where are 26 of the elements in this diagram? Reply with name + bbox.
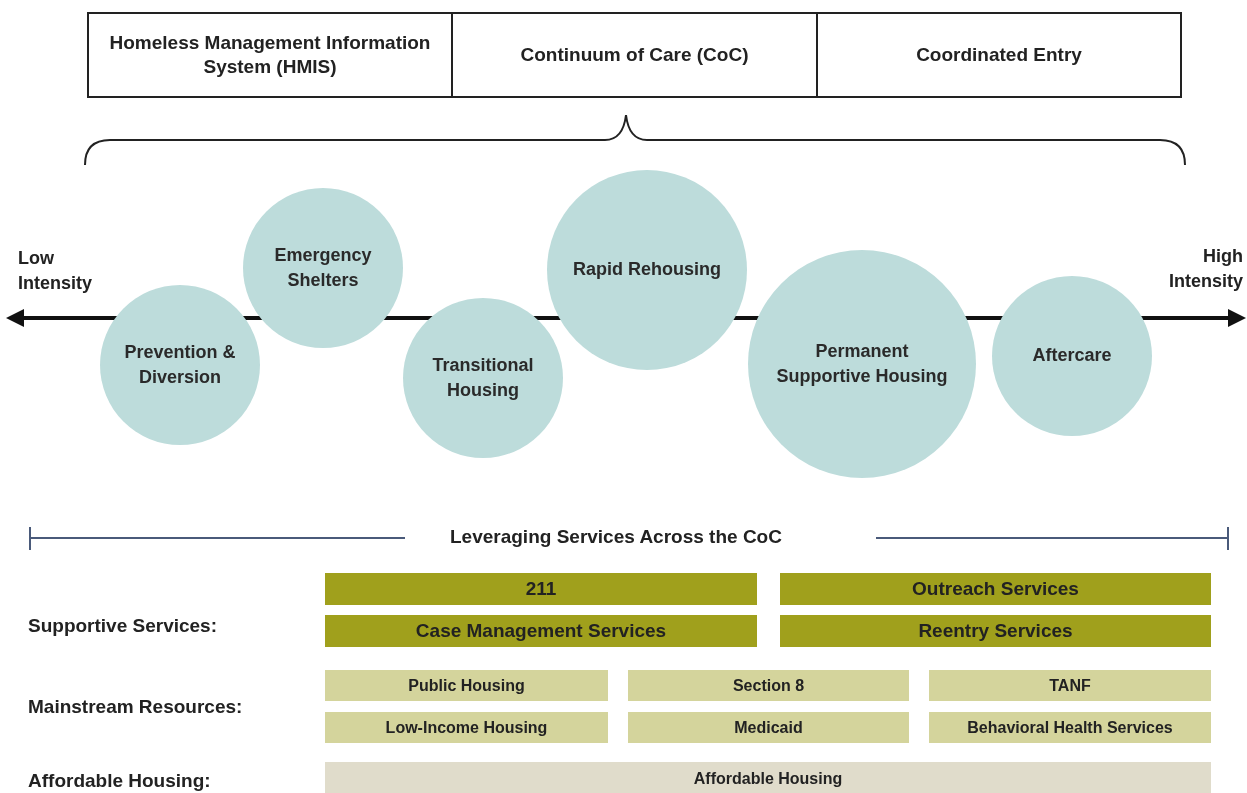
service-bar: Outreach Services — [780, 573, 1211, 605]
section-heading: Leveraging Services Across the CoC — [450, 525, 782, 549]
service-bar: TANF — [929, 670, 1211, 701]
header-box: Homeless Management Information System (HMIS) — [87, 12, 453, 98]
program-circle: Emergency Shelters — [243, 188, 403, 348]
program-circle: Transitional Housing — [403, 298, 563, 458]
service-bar: Reentry Services — [780, 615, 1211, 647]
axis-label: High Intensity — [1168, 245, 1243, 294]
service-bar: Case Management Services — [325, 615, 757, 647]
service-bar: Behavioral Health Services — [929, 712, 1211, 743]
service-bar: Affordable Housing — [325, 762, 1211, 793]
row-label: Mainstream Resources: — [28, 695, 243, 719]
program-circle: Prevention & Diversion — [100, 285, 260, 445]
program-circle: Permanent Supportive Housing — [748, 250, 976, 478]
service-bar: Medicaid — [628, 712, 909, 743]
service-bar: Section 8 — [628, 670, 909, 701]
service-bar: 211 — [325, 573, 757, 605]
header-box: Continuum of Care (CoC) — [451, 12, 818, 98]
service-bar: Public Housing — [325, 670, 608, 701]
program-circle: Aftercare — [992, 276, 1152, 436]
service-bar: Low-Income Housing — [325, 712, 608, 743]
axis-label: Low Intensity — [18, 247, 93, 296]
row-label: Supportive Services: — [28, 614, 218, 638]
header-box: Coordinated Entry — [816, 12, 1182, 98]
program-circle: Rapid Rehousing — [547, 170, 747, 370]
row-label: Affordable Housing: — [28, 769, 211, 793]
